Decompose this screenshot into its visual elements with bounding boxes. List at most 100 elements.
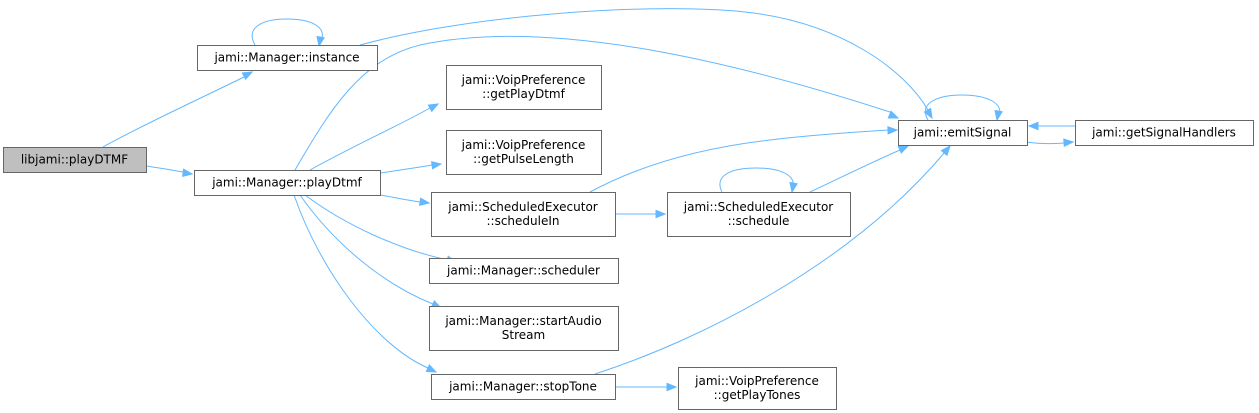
node-getPulseLength[interactable]: jami::VoipPreference::getPulseLength: [446, 130, 602, 175]
edge-playDTMF-to-instance: [102, 71, 254, 148]
edge-playDTMF-to-playDtmf: [145, 165, 194, 177]
node-box[interactable]: [431, 192, 616, 237]
node-schedule[interactable]: jami::ScheduledExecutor::schedule: [667, 192, 851, 237]
edge-playDtmf-to-emitSignal: [294, 35, 900, 171]
edge-arrowhead: [897, 145, 910, 154]
edge-line: [102, 74, 249, 148]
edge-arrowhead: [427, 103, 440, 113]
node-label: libjami::playDTMF: [21, 153, 128, 167]
node-box[interactable]: [678, 367, 837, 410]
node-label: ::getPlayDtmf: [482, 87, 565, 101]
node-box[interactable]: [667, 192, 851, 237]
edge-playDtmf-to-getPlayDtmf: [309, 103, 440, 171]
edge-arrowhead: [1027, 121, 1039, 131]
node-label: ::getPulseLength: [473, 152, 574, 166]
edge-line: [594, 151, 946, 375]
node-getSignalHandlers[interactable]: jami::getSignalHandlers: [1075, 120, 1254, 146]
edge-arrowhead: [923, 107, 933, 120]
edge-arrowhead: [789, 181, 798, 194]
edge-stopTone-to-getPlayTones: [614, 382, 678, 392]
edge-schedule-to-emitSignal: [809, 145, 910, 193]
nodes-layer: libjami::playDTMF jami::Manager::instance…: [3, 45, 1254, 410]
node-getPlayDtmf[interactable]: jami::VoipPreference::getPlayDtmf: [446, 65, 602, 110]
node-box[interactable]: [194, 170, 381, 196]
node-label: jami::ScheduledExecutor: [447, 200, 598, 214]
node-scheduleIn[interactable]: jami::ScheduledExecutor::scheduleIn: [431, 192, 616, 237]
edge-arrowhead: [994, 109, 1003, 122]
node-label: ::scheduleIn: [486, 214, 559, 228]
node-label: Stream: [502, 328, 545, 342]
edge-arrowhead: [940, 144, 951, 157]
node-label: jami::Manager::playDtmf: [211, 176, 362, 190]
edge-emitSignal-to-emitSignal: [924, 94, 1003, 122]
edge-emitSignal-to-getSignalHandlers: [1026, 138, 1075, 147]
edge-arrowhead: [666, 382, 678, 392]
node-label: jami::emitSignal: [913, 126, 1012, 140]
edge-line: [924, 94, 1001, 121]
edge-arrowhead: [425, 364, 438, 373]
edge-instance-to-instance: [251, 18, 325, 48]
edge-arrowhead: [316, 35, 325, 48]
edge-arrowhead: [241, 71, 254, 81]
edge-line: [299, 194, 434, 305]
node-getPlayTones[interactable]: jami::VoipPreference::getPlayTones: [678, 367, 837, 410]
node-box[interactable]: [898, 120, 1028, 146]
node-box[interactable]: [429, 306, 619, 351]
node-playDtmf[interactable]: jami::Manager::playDtmf: [194, 170, 381, 196]
node-box[interactable]: [431, 374, 616, 400]
edge-line: [1026, 141, 1065, 145]
node-label: ::schedule: [728, 214, 790, 228]
node-label: ::getPlayTones: [714, 388, 801, 402]
edge-arrowhead: [887, 110, 900, 119]
node-box[interactable]: [197, 45, 378, 71]
edge-line: [589, 129, 889, 193]
node-label: jami::VoipPreference: [461, 138, 586, 152]
edge-schedule-to-schedule: [719, 167, 798, 194]
node-playDTMF[interactable]: libjami::playDTMF: [3, 147, 147, 173]
edge-playDtmf-to-scheduleIn: [379, 194, 431, 206]
node-label: jami::Manager::stopTone: [448, 380, 597, 394]
node-scheduler[interactable]: jami::Manager::scheduler: [429, 258, 619, 284]
node-label: jami::ScheduledExecutor: [683, 200, 834, 214]
node-label: jami::getSignalHandlers: [1091, 126, 1236, 140]
node-box[interactable]: [3, 147, 147, 173]
node-box[interactable]: [1075, 120, 1254, 146]
edge-line: [294, 35, 891, 171]
node-instance[interactable]: jami::Manager::instance: [197, 45, 378, 71]
node-stopTone[interactable]: jami::Manager::stopTone: [431, 374, 616, 400]
edge-arrowhead: [655, 209, 667, 219]
edge-arrowhead: [181, 168, 194, 177]
edge-line: [251, 18, 323, 46]
edge-line: [719, 167, 794, 193]
edge-line: [359, 8, 929, 111]
node-box[interactable]: [429, 258, 619, 284]
edge-line: [293, 194, 429, 369]
node-label: jami::VoipPreference: [461, 73, 586, 87]
edge-line: [379, 164, 433, 174]
edge-arrowhead: [1063, 138, 1075, 147]
edge-line: [809, 149, 901, 193]
edge-playDtmf-to-stopTone: [293, 194, 438, 373]
edge-arrowhead: [887, 125, 899, 135]
edge-playDtmf-to-getPulseLength: [379, 161, 443, 174]
edges-layer: [102, 8, 1075, 392]
node-emitSignal[interactable]: jami::emitSignal: [898, 120, 1028, 146]
node-label: jami::Manager::scheduler: [446, 264, 600, 278]
edge-stopTone-to-emitSignal: [594, 144, 951, 375]
edge-scheduleIn-to-emitSignal: [589, 125, 899, 193]
node-label: jami::Manager::instance: [213, 51, 359, 65]
edge-instance-to-emitSignal: [359, 8, 933, 120]
edge-getSignalHandlers-to-emitSignal: [1027, 121, 1075, 131]
edge-line: [379, 194, 421, 203]
edge-arrowhead: [418, 197, 431, 206]
node-box[interactable]: [446, 130, 602, 175]
node-label: jami::Manager::startAudio: [444, 314, 601, 328]
node-box[interactable]: [446, 65, 602, 110]
node-label: jami::VoipPreference: [694, 374, 819, 388]
edge-playDtmf-to-startAudioStream: [299, 194, 443, 309]
edge-arrowhead: [430, 161, 443, 170]
edge-scheduleIn-to-schedule: [615, 209, 667, 219]
edge-line: [145, 165, 184, 173]
